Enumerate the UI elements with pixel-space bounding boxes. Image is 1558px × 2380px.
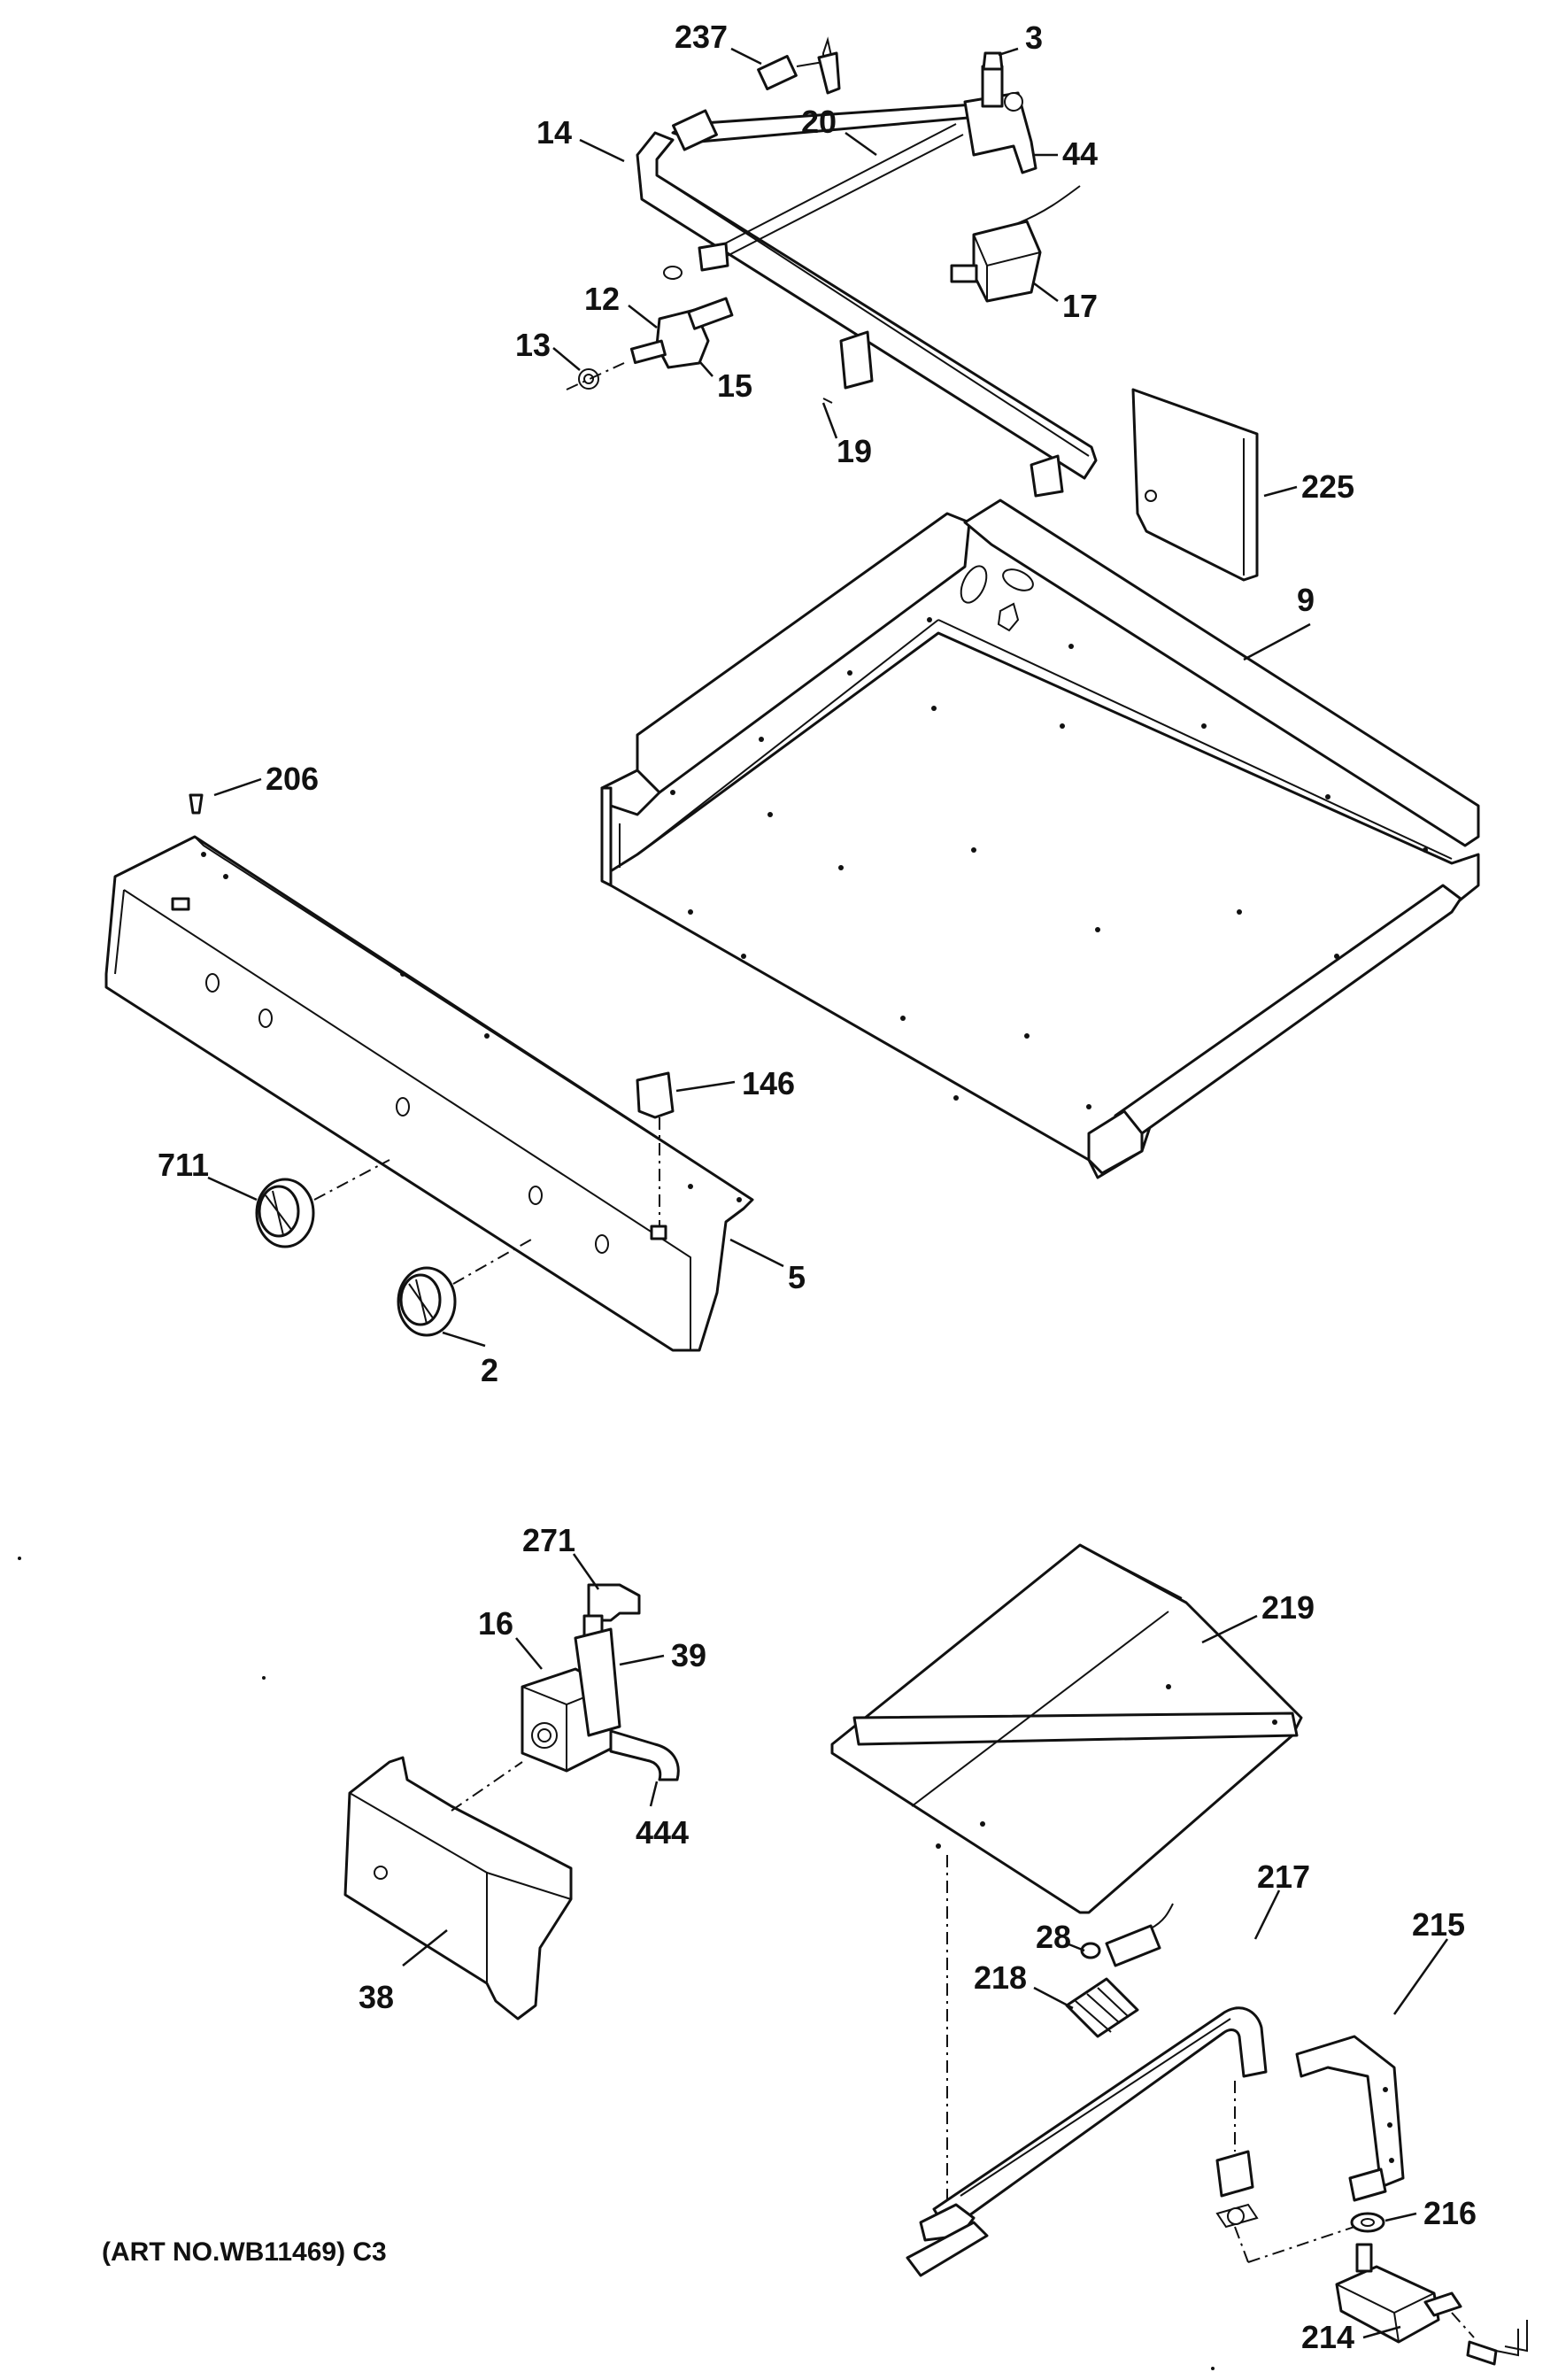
manifold-pipe-part-14 bbox=[636, 131, 1098, 480]
label-part-237: 237 bbox=[675, 19, 728, 55]
label-part-13: 13 bbox=[515, 327, 551, 363]
shield-part-225 bbox=[1131, 388, 1259, 582]
label-part-215: 215 bbox=[1412, 1906, 1465, 1943]
label-part-146: 146 bbox=[742, 1065, 795, 1101]
knob-part-711 bbox=[255, 1178, 315, 1248]
gas-tube-part-20 bbox=[698, 123, 964, 267]
orifice-holder-part-214 bbox=[1335, 2243, 1462, 2344]
label-part-16: 16 bbox=[478, 1605, 513, 1642]
clip-part-146 bbox=[636, 1071, 675, 1119]
cover-part-38 bbox=[343, 1756, 573, 2021]
label-part-444: 444 bbox=[636, 1814, 689, 1851]
label-part-217: 217 bbox=[1257, 1858, 1310, 1895]
label-part-20: 20 bbox=[801, 104, 837, 140]
label-part-17: 17 bbox=[1062, 288, 1098, 324]
base-pan-part-9 bbox=[600, 498, 1480, 1179]
label-part-2: 2 bbox=[481, 1352, 498, 1388]
label-part-14: 14 bbox=[536, 114, 572, 151]
ignitor-part-218 bbox=[1065, 1903, 1174, 2038]
label-part-216: 216 bbox=[1423, 2195, 1477, 2231]
burner-tube-part-217 bbox=[906, 2006, 1268, 2277]
label-part-219: 219 bbox=[1261, 1589, 1315, 1626]
knob-part-2 bbox=[397, 1266, 457, 1337]
label-part-39: 39 bbox=[671, 1637, 706, 1673]
label-part-5: 5 bbox=[788, 1259, 806, 1295]
label-part-3: 3 bbox=[1025, 19, 1043, 56]
label-part-44: 44 bbox=[1062, 135, 1098, 172]
label-part-28: 28 bbox=[1036, 1919, 1071, 1955]
label-part-271: 271 bbox=[522, 1522, 575, 1558]
label-part-9: 9 bbox=[1297, 582, 1315, 618]
bracket-part-215 bbox=[1295, 2035, 1405, 2202]
manifold-assembly bbox=[566, 36, 1098, 498]
art-number-caption: (ART NO.WB11469) C3 bbox=[102, 2237, 387, 2267]
label-part-19: 19 bbox=[837, 433, 872, 469]
bracket-part-39 bbox=[574, 1627, 621, 1737]
label-part-225: 225 bbox=[1301, 468, 1354, 505]
plate-part-219 bbox=[830, 1543, 1303, 1914]
label-part-38: 38 bbox=[359, 1979, 394, 2015]
label-part-206: 206 bbox=[266, 761, 319, 797]
control-panel-part-5 bbox=[104, 835, 754, 1352]
label-part-15: 15 bbox=[717, 367, 752, 404]
label-part-711: 711 bbox=[158, 1147, 209, 1183]
label-part-218: 218 bbox=[974, 1959, 1027, 1996]
label-part-12: 12 bbox=[584, 281, 620, 317]
label-part-214: 214 bbox=[1301, 2319, 1354, 2355]
pipe-part-444 bbox=[609, 1729, 680, 1781]
